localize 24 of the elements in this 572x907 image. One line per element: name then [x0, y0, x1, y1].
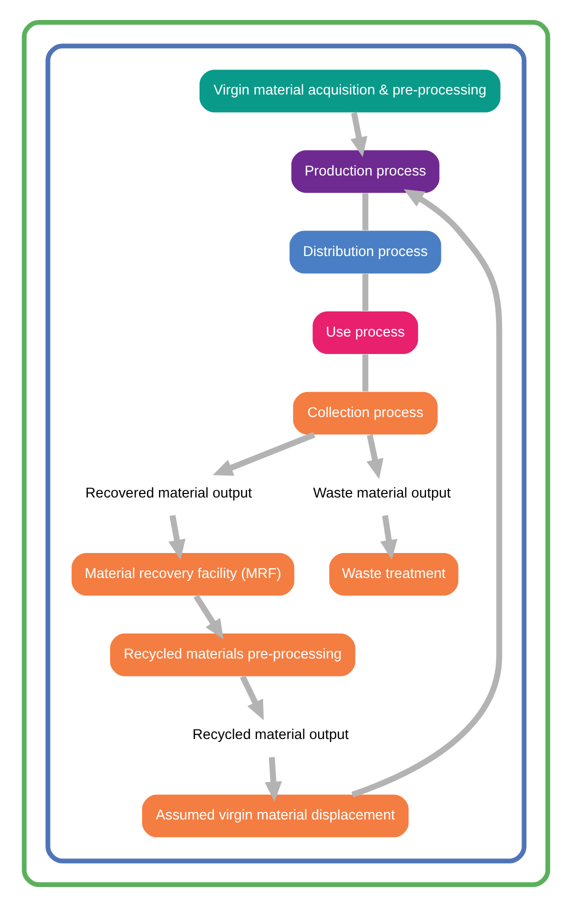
arrow: [168, 514, 186, 560]
arrow: [350, 112, 368, 157]
arrow: [366, 434, 384, 480]
arrow: [264, 756, 282, 802]
node-text: Recycled material output: [192, 727, 349, 744]
connector: [362, 274, 368, 311]
connector: [362, 193, 368, 230]
node-box: Waste treatment: [329, 553, 458, 596]
arrow: [194, 594, 224, 640]
node-box: Production process: [291, 150, 440, 193]
node-box: Collection process: [293, 392, 438, 435]
arrow: [380, 515, 398, 560]
node-box: Virgin material acquisition & pre-processing: [200, 70, 500, 112]
arrow: [240, 675, 264, 720]
node-text: Recovered material output: [85, 485, 252, 502]
arrow: [212, 432, 316, 476]
node-box: Assumed virgin material displacement: [142, 794, 409, 838]
node-box: Recycled materials pre-processing: [110, 634, 356, 676]
node-text: Waste material output: [313, 485, 451, 502]
connector: [362, 354, 368, 392]
node-box: Distribution process: [290, 230, 442, 274]
arrow: [351, 189, 502, 798]
node-box: Use process: [312, 311, 418, 354]
node-box: Material recovery facility (MRF): [72, 553, 294, 596]
